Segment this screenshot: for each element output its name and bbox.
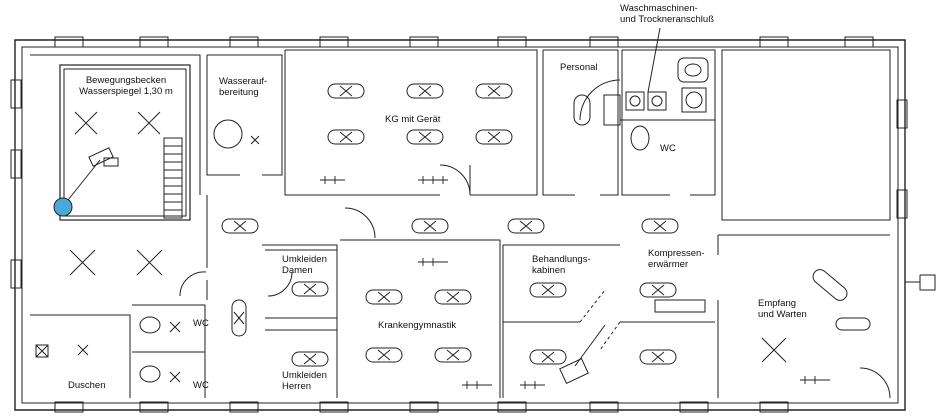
umkleiden-herren-line1: Umkleiden: [282, 370, 327, 381]
radiator-marks: [320, 176, 830, 389]
water-label-line2: bereitung: [219, 87, 259, 98]
behandlung-label: Behandlungs- kabinen: [532, 254, 591, 276]
umkleiden-damen-wall: [265, 249, 338, 319]
laundry-label: Waschmaschinen- und Trockneranschluß: [620, 3, 714, 25]
behandlung-label-line1: Behandlungs-: [532, 254, 591, 265]
kompressen-label-line1: Kompressen-: [648, 248, 705, 259]
empfang-label-line1: Empfang: [758, 298, 797, 309]
behandlung-wall: [502, 244, 715, 398]
wc-staff-wall: [621, 49, 716, 196]
windows-left: [10, 79, 22, 289]
pool-room-wall: [30, 54, 201, 195]
pool-basin: [59, 64, 191, 221]
water-room-wall: [206, 54, 283, 176]
empfang-label: Empfang und Warten: [758, 298, 807, 320]
behandlung-tables: [529, 282, 677, 365]
water-label-line1: Wasserauf-: [219, 76, 268, 87]
reception-desk: [812, 269, 871, 331]
kg-label: KG mit Gerät: [385, 114, 441, 125]
pool-stairs: [163, 137, 183, 219]
umkleiden-damen-line2: Damen: [282, 265, 313, 276]
umkleiden-damen-line1: Umkleiden: [282, 254, 327, 265]
laundry-label-line1: Waschmaschinen-: [620, 3, 698, 14]
umkleiden-damen-label: Umkleiden Damen: [282, 254, 327, 276]
wc-toilet-icon: [630, 125, 650, 151]
windows-bottom: [54, 401, 789, 413]
pool-lift-seat: [53, 197, 73, 217]
windows-right: [896, 99, 908, 219]
corridor-lights: [221, 218, 679, 337]
wc1-label: WC: [193, 318, 209, 329]
kompressen-label-line2: erwärmer: [648, 259, 689, 270]
umkleiden-herren-label: Umkleiden Herren: [282, 370, 327, 392]
outer-wall: [14, 39, 906, 411]
filter-tank: [213, 119, 243, 149]
wc-wall: [132, 304, 206, 398]
outer-wall-inner: [21, 46, 899, 404]
behandlung-label-line2: kabinen: [532, 265, 566, 276]
kg-room-wall: [284, 49, 538, 196]
pool-label-line2: Wasserspiegel 1,30 m: [79, 86, 173, 97]
pool-label-line1: Bewegungsbecken: [85, 75, 167, 86]
umkleiden-herren-line2: Herren: [282, 381, 312, 392]
umkleiden-herren-wall: [265, 329, 338, 398]
personal-label: Personal: [560, 62, 598, 73]
duschen-label: Duschen: [68, 380, 106, 391]
reception-x-icon: [761, 337, 787, 363]
kompressen-label: Kompressen- erwärmer: [648, 248, 705, 270]
water-label: Wasserauf- bereitung: [219, 76, 267, 98]
wc2-label: WC: [193, 380, 209, 391]
storage-room-wall: [721, 49, 891, 221]
kranken-lights: [365, 289, 472, 363]
pool-lift: [63, 147, 119, 206]
pool-lights: [69, 111, 163, 276]
windows-top: [54, 36, 874, 48]
shower-wall: [30, 314, 131, 398]
kranken-label: Krankengymnastik: [378, 320, 457, 331]
kg-lights: [327, 83, 513, 145]
personal-room-wall: [542, 49, 619, 196]
laundry-label-line2: und Trockneranschluß: [620, 14, 714, 25]
pool-label: Bewegungsbecken Wasserspiegel 1,30 m: [66, 75, 186, 97]
wc-staff-label: WC: [660, 143, 676, 154]
empfang-label-line2: und Warten: [758, 309, 807, 320]
